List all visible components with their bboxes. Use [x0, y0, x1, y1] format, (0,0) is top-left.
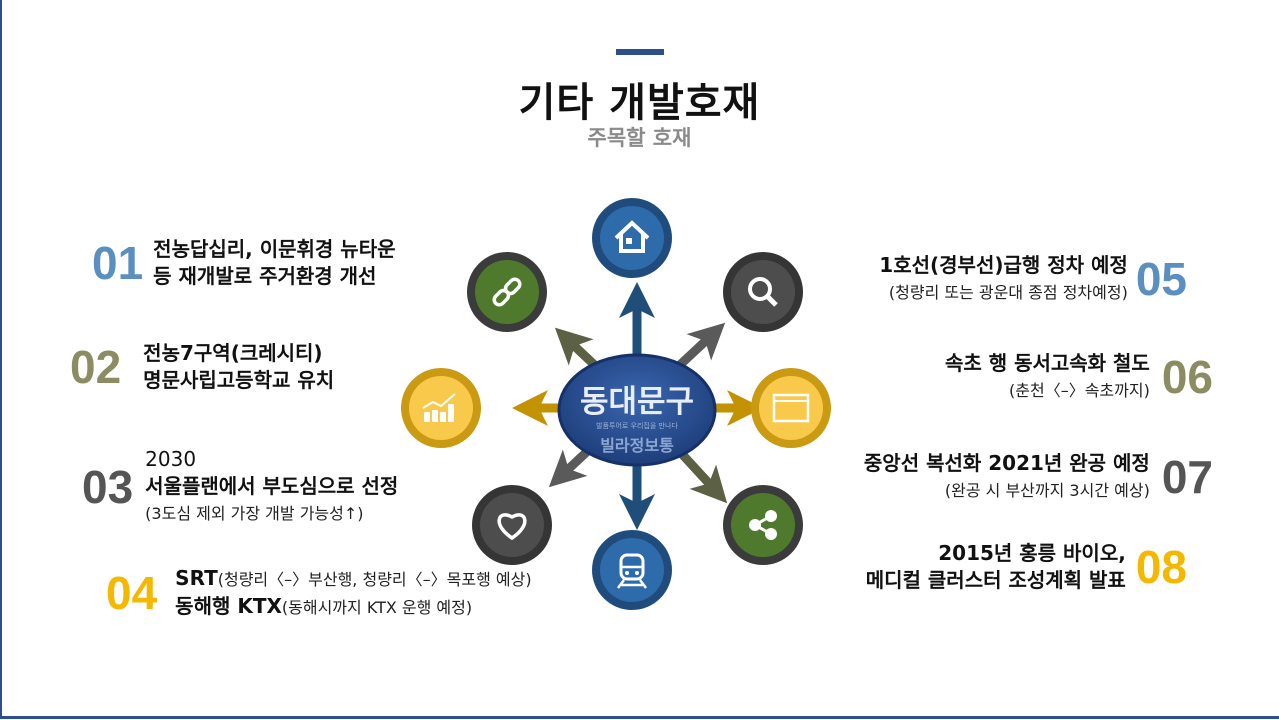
item-07: 중앙선 복선화 2021년 완공 예정 (완공 시 부산까지 3시간 예상) 07 [864, 450, 1213, 504]
item-line: 서울플랜에서 부도심으로 선정 [145, 474, 399, 498]
page-title: 기타 개발호재 [518, 80, 761, 126]
train-icon [617, 553, 647, 589]
link-circle [467, 252, 547, 332]
item-line: 2030 [145, 447, 197, 471]
heart-circle [472, 485, 552, 565]
item-line: 전농답십리, 이문휘경 뉴타운 [153, 237, 396, 261]
item-number: 02 [70, 341, 122, 393]
item-number: 07 [1161, 451, 1213, 503]
item-line: 명문사립고등학교 유치 [143, 368, 335, 392]
link-icon [492, 277, 522, 307]
item-02: 02 전농7구역(크레시티) 명문사립고등학교 유치 [70, 340, 334, 394]
item-line: 등 재개발로 주거환경 개선 [153, 264, 377, 288]
item-05: 1호선(경부선)급행 정차 예정 (청량리 또는 광운대 종점 정차예정) 05 [879, 252, 1187, 306]
growth-chart-circle [401, 368, 481, 448]
search-circle [723, 252, 803, 332]
item-number: 04 [106, 567, 158, 619]
item-line: 1호선(경부선)급행 정차 예정 [879, 253, 1128, 277]
item-line: 속초 행 동서고속화 철도 [944, 351, 1150, 375]
item-line: 중앙선 복선화 2021년 완공 예정 [863, 451, 1150, 475]
hub-tagline: 발품투어로 우리집을 만나다 [596, 421, 678, 430]
item-note: (춘천〈–〉속초까지) [1009, 381, 1150, 400]
item-note: (청량리 또는 광운대 종점 정차예정) [888, 283, 1128, 302]
item-number: 06 [1161, 351, 1213, 403]
hub-brand: 빌라정보통 [600, 436, 674, 455]
item-line: 메디컬 클러스터 조성계획 발표 [865, 568, 1126, 592]
item-line-note: (청량리〈–〉부산행, 청량리〈–〉목포행 예상) [217, 570, 532, 589]
item-note: (3도심 제외 가장 개발 가능성↑) [145, 504, 364, 523]
page-subtitle: 주목할 호재 [587, 126, 692, 150]
share-icon [749, 510, 777, 540]
item-number: 05 [1135, 253, 1187, 305]
house-circle [592, 198, 672, 278]
heart-icon [497, 513, 527, 541]
item-number: 03 [82, 460, 134, 513]
item-03: 03 2030 서울플랜에서 부도심으로 선정 (3도심 제외 가장 개발 가능성↑… [82, 446, 398, 527]
share-circle [723, 485, 803, 565]
item-08: 2015년 홍릉 바이오, 메디컬 클러스터 조성계획 발표 08 [866, 540, 1187, 594]
item-line-note: (동해시까지 KTX 운행 예정) [281, 598, 473, 617]
item-line-bold: 동해행 KTX [175, 594, 282, 618]
item-line-bold: SRT [175, 566, 218, 590]
hub-ellipse: 동대문구 발품투어로 우리집을 만나다 빌라정보통 [557, 353, 717, 467]
house-icon [614, 220, 650, 253]
item-note: (완공 시 부산까지 3시간 예상) [944, 481, 1150, 500]
item-06: 속초 행 동서고속화 철도 (춘천〈–〉속초까지) 06 [945, 350, 1213, 404]
growth-chart-icon [422, 393, 456, 422]
browser-window-icon [772, 393, 810, 423]
hub-title: 동대문구 [580, 384, 694, 420]
item-line: 2015년 홍릉 바이오, [938, 541, 1126, 565]
item-line: 전농7구역(크레시티) [143, 341, 323, 365]
item-number: 08 [1135, 541, 1187, 593]
search-icon [748, 277, 778, 307]
title-accent-bar [616, 49, 664, 55]
train-circle [592, 530, 672, 610]
browser-window-circle [751, 368, 831, 448]
item-04: 04 SRT(청량리〈–〉부산행, 청량리〈–〉목포행 예상) 동해행 KTX(… [106, 565, 532, 621]
item-number: 01 [92, 237, 144, 289]
